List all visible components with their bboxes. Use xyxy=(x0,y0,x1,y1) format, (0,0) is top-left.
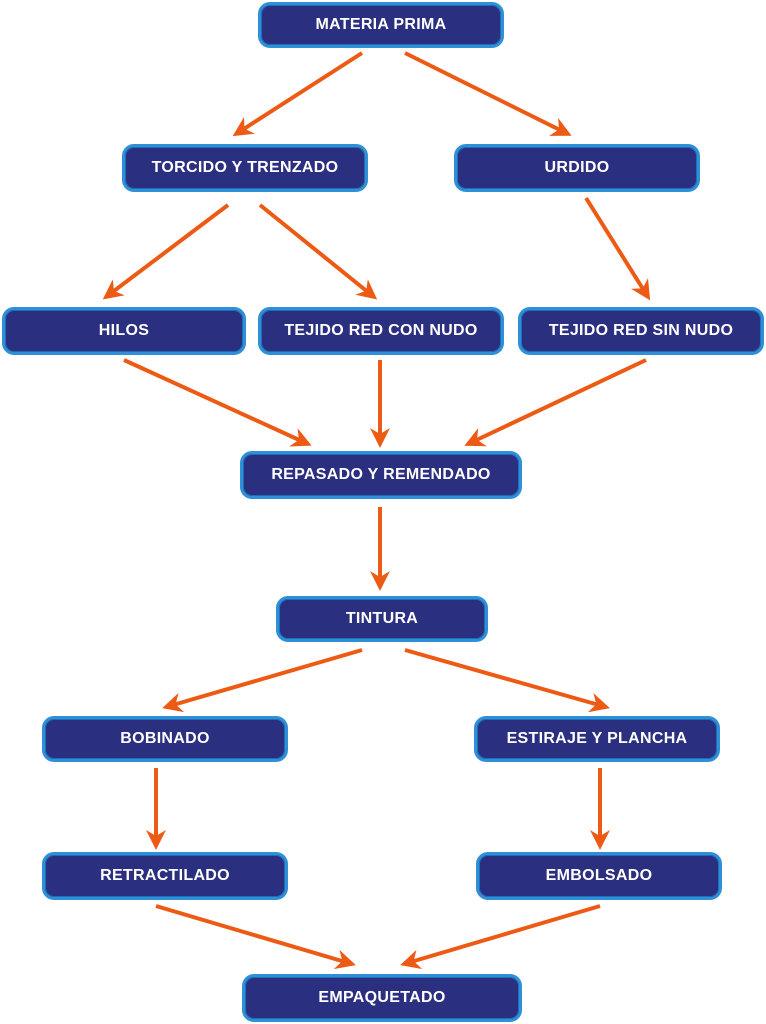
node-tejido-red-con-nudo: TEJIDO RED CON NUDO xyxy=(258,307,504,355)
arrow-torcido-to-hilos xyxy=(102,203,230,300)
node-tintura: TINTURA xyxy=(276,596,488,642)
arrow-tejido-sin-nudo-to-repasado xyxy=(464,358,647,447)
node-retractilado: RETRACTILADO xyxy=(42,852,288,900)
arrow-materia-prima-to-torcido xyxy=(232,51,364,137)
node-hilos: HILOS xyxy=(2,307,246,355)
node-empaquetado: EMPAQUETADO xyxy=(242,974,522,1022)
node-tejido-red-sin-nudo: TEJIDO RED SIN NUDO xyxy=(518,307,764,355)
node-torcido-y-trenzado: TORCIDO Y TRENZADO xyxy=(122,144,368,192)
arrow-hilos-to-repasado xyxy=(123,358,312,447)
arrow-tintura-to-estiraje xyxy=(404,648,610,713)
node-estiraje-y-plancha: ESTIRAJE Y PLANCHA xyxy=(474,716,720,762)
arrow-tintura-to-bobinado xyxy=(162,648,363,713)
node-materia-prima: MATERIA PRIMA xyxy=(258,2,504,48)
arrow-urdido-to-tejido-sin-nudo xyxy=(584,196,651,301)
node-urdido: URDIDO xyxy=(454,144,700,192)
node-embolsado: EMBOLSADO xyxy=(476,852,722,900)
arrow-materia-prima-to-urdido xyxy=(404,51,572,136)
arrow-embolsado-to-empaquetado xyxy=(400,904,601,970)
node-repasado-y-remendado: REPASADO Y REMENDADO xyxy=(240,451,522,499)
arrow-torcido-to-tejido-con-nudo xyxy=(258,203,378,300)
node-bobinado: BOBINADO xyxy=(42,716,288,762)
arrow-retractilado-to-empaquetado xyxy=(155,904,356,970)
